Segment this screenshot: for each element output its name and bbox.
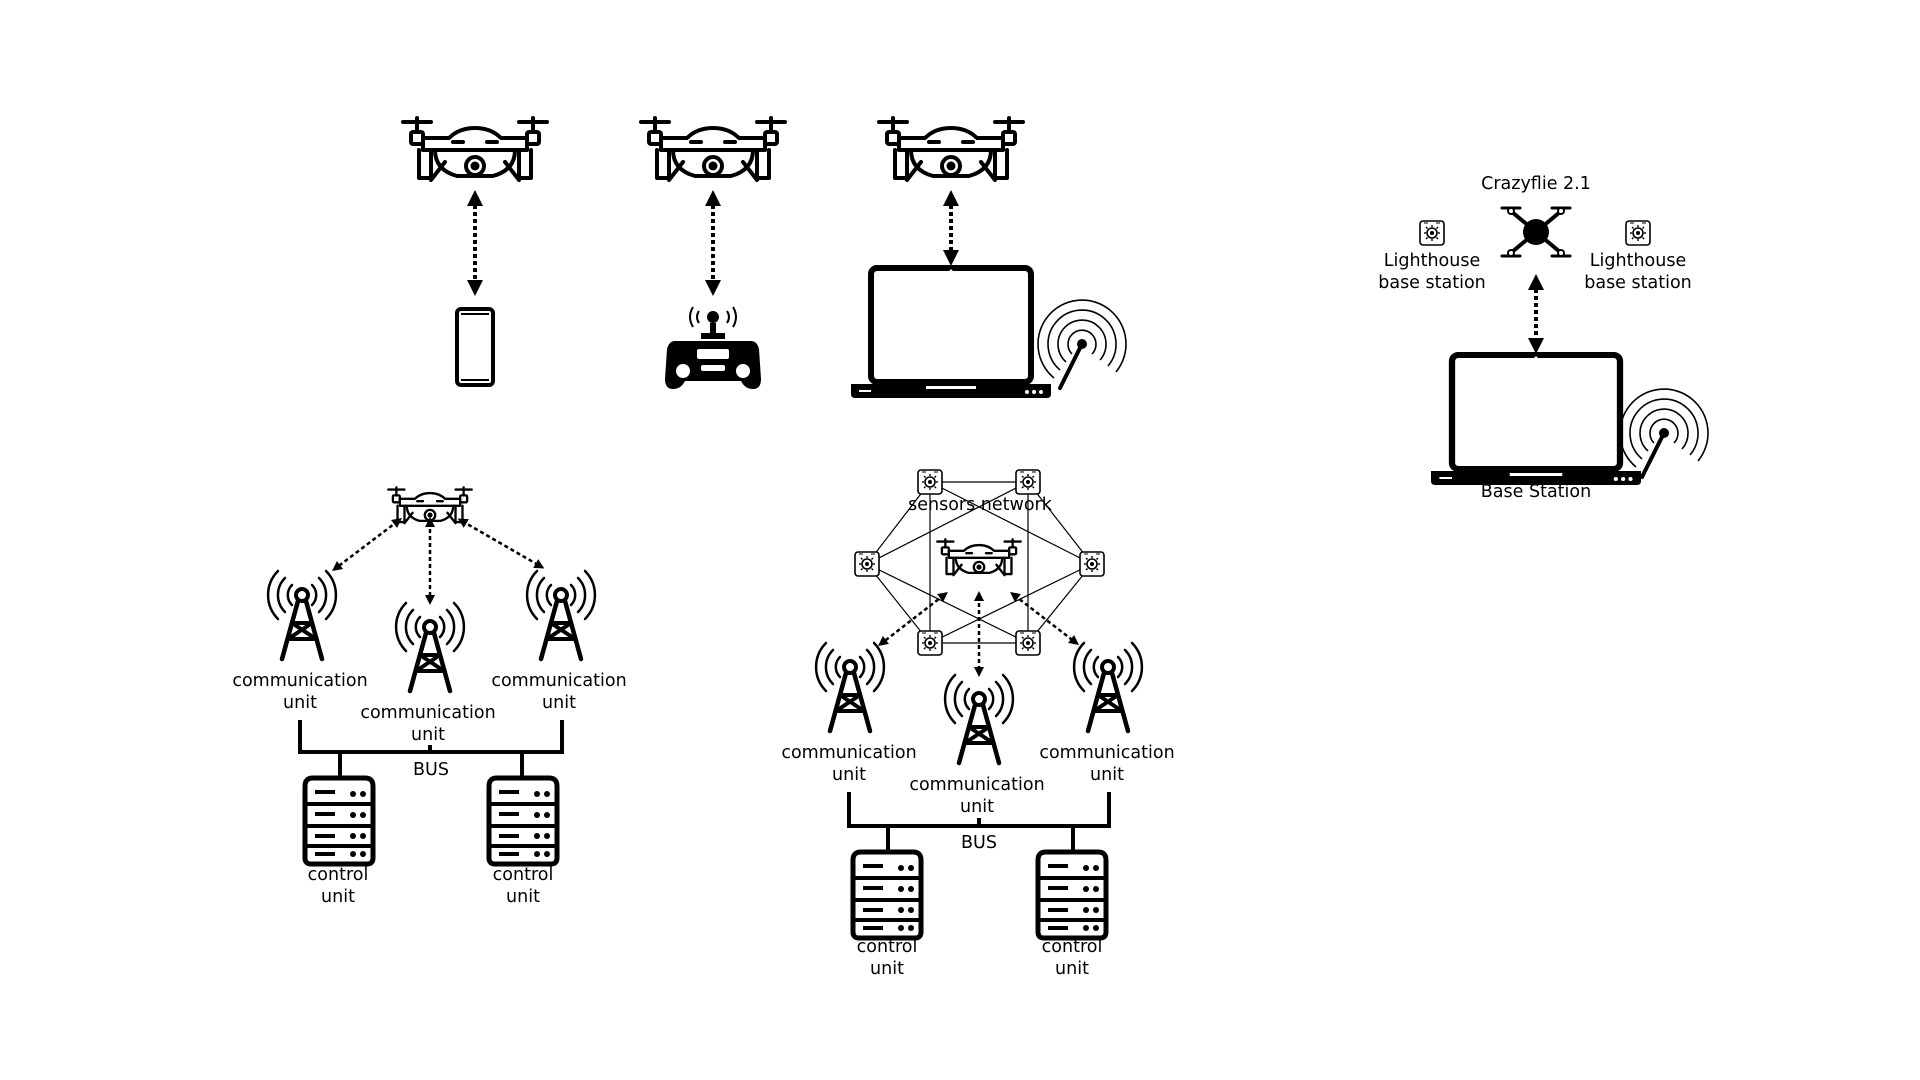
- server-icon: [853, 852, 921, 938]
- comm-unit-label-line1: communication: [491, 671, 626, 691]
- comm-unit-label-line2: unit: [411, 725, 445, 745]
- bus-label: BUS: [413, 760, 449, 780]
- control-unit-label-line2: unit: [506, 887, 540, 907]
- laptop-icon: [1431, 355, 1641, 485]
- radio-tower-icon: [268, 571, 336, 659]
- comm-unit-label-line2: unit: [960, 797, 994, 817]
- drone-phone-group: [401, 116, 549, 387]
- sensor-icon: [917, 469, 943, 495]
- antenna-signal-icon: [1618, 387, 1711, 479]
- server-icon: [305, 778, 373, 864]
- link-arrow: [1010, 591, 1079, 646]
- comm-unit-label-line1: communication: [781, 743, 916, 763]
- drone-icon: [639, 116, 787, 182]
- antenna-signal-icon: [1036, 298, 1129, 390]
- comm-unit-label-line1: communication: [232, 671, 367, 691]
- sensor-icon: [1419, 220, 1445, 246]
- server-icon: [1038, 852, 1106, 938]
- sensor-icon: [1015, 469, 1041, 495]
- sensors-network-label: sensors network: [908, 495, 1053, 515]
- comm-unit-label-line1: communication: [360, 703, 495, 723]
- comm-unit-label-line2: unit: [1090, 765, 1124, 785]
- link-arrow: [332, 517, 402, 572]
- link-arrow: [457, 518, 545, 569]
- bus-lines: [847, 792, 1111, 850]
- control-unit-label-line1: control: [857, 937, 918, 957]
- crazyflie-label: Crazyflie 2.1: [1481, 174, 1591, 194]
- comm-unit-label-line2: unit: [542, 693, 576, 713]
- radio-tower-icon: [527, 571, 595, 659]
- smartphone-icon: [455, 307, 495, 387]
- bus-lines: [298, 720, 564, 778]
- remote-controller-icon: [664, 306, 762, 390]
- drone-icon: [877, 116, 1025, 182]
- control-unit-label-line2: unit: [870, 959, 904, 979]
- crazyflie-quadcopter-icon: [1500, 206, 1572, 258]
- control-unit-label-line2: unit: [321, 887, 355, 907]
- comm-unit-label-line2: unit: [832, 765, 866, 785]
- lighthouse-label-right-line2: base station: [1584, 273, 1692, 293]
- drone-icon: [401, 116, 549, 182]
- comm-unit-label-line1: communication: [909, 775, 1044, 795]
- lighthouse-label-right-line1: Lighthouse: [1590, 251, 1686, 271]
- sensor-icon: [1625, 220, 1651, 246]
- server-icon: [489, 778, 557, 864]
- control-unit-label-line1: control: [493, 865, 554, 885]
- sensor-icon: [854, 551, 880, 577]
- link-arrow: [878, 591, 948, 647]
- lighthouse-label-left-line1: Lighthouse: [1384, 251, 1480, 271]
- network-sensors-group: sensors network communication unit commu…: [781, 469, 1175, 979]
- laptop-icon: [851, 268, 1051, 398]
- base-station-label: Base Station: [1481, 482, 1591, 502]
- comm-unit-label-line2: unit: [283, 693, 317, 713]
- drone-icon: [387, 486, 473, 525]
- control-unit-label-line1: control: [308, 865, 369, 885]
- comm-unit-label-line1: communication: [1039, 743, 1174, 763]
- bus-label: BUS: [961, 833, 997, 853]
- control-unit-label-line2: unit: [1055, 959, 1089, 979]
- radio-tower-icon: [945, 675, 1013, 763]
- lighthouse-label-left-line2: base station: [1378, 273, 1486, 293]
- network-left-group: communication unit communication unit co…: [232, 486, 627, 907]
- crazyflie-group: Crazyflie 2.1 Lighthouse base station Li…: [1378, 174, 1711, 502]
- drone-remote-group: [639, 116, 787, 390]
- control-unit-label-line1: control: [1042, 937, 1103, 957]
- sensor-icon: [917, 630, 943, 656]
- radio-tower-icon: [816, 643, 884, 731]
- drone-icon: [936, 538, 1022, 577]
- radio-tower-icon: [1074, 643, 1142, 731]
- drone-laptop-group: [851, 116, 1129, 398]
- sensor-icon: [1079, 551, 1105, 577]
- radio-tower-icon: [396, 603, 464, 691]
- sensor-icon: [1015, 630, 1041, 656]
